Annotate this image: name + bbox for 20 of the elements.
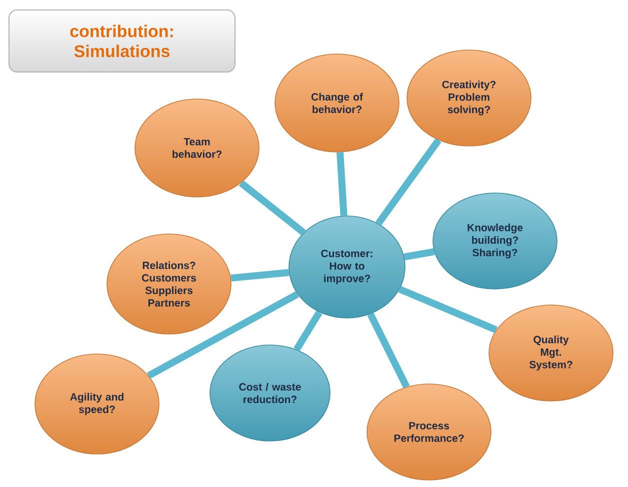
bubble: Relations? Customers Suppliers Partners xyxy=(106,234,232,334)
bubble: Agility and speed? xyxy=(34,354,160,454)
connector xyxy=(336,152,348,216)
title-box: contribution: Simulations xyxy=(8,10,236,72)
bubble: Cost / waste reduction? xyxy=(210,344,330,442)
bubble: Change of behavior? xyxy=(274,54,400,152)
connector xyxy=(294,310,322,352)
connector xyxy=(404,248,435,260)
bubble: Quality Mgt. System? xyxy=(488,304,614,402)
connector xyxy=(238,180,306,236)
bubble: Customer: How to improve? xyxy=(288,216,406,318)
connector xyxy=(398,286,498,334)
connector xyxy=(376,138,442,226)
connector xyxy=(146,291,300,379)
bubble: Knowledge building? Sharing? xyxy=(432,192,558,290)
bubble: Creativity? Problem solving? xyxy=(406,50,532,146)
connector xyxy=(230,269,290,282)
connector xyxy=(367,312,410,388)
bubble: Team behavior? xyxy=(134,98,260,198)
bubble: Process Performance? xyxy=(366,384,492,480)
